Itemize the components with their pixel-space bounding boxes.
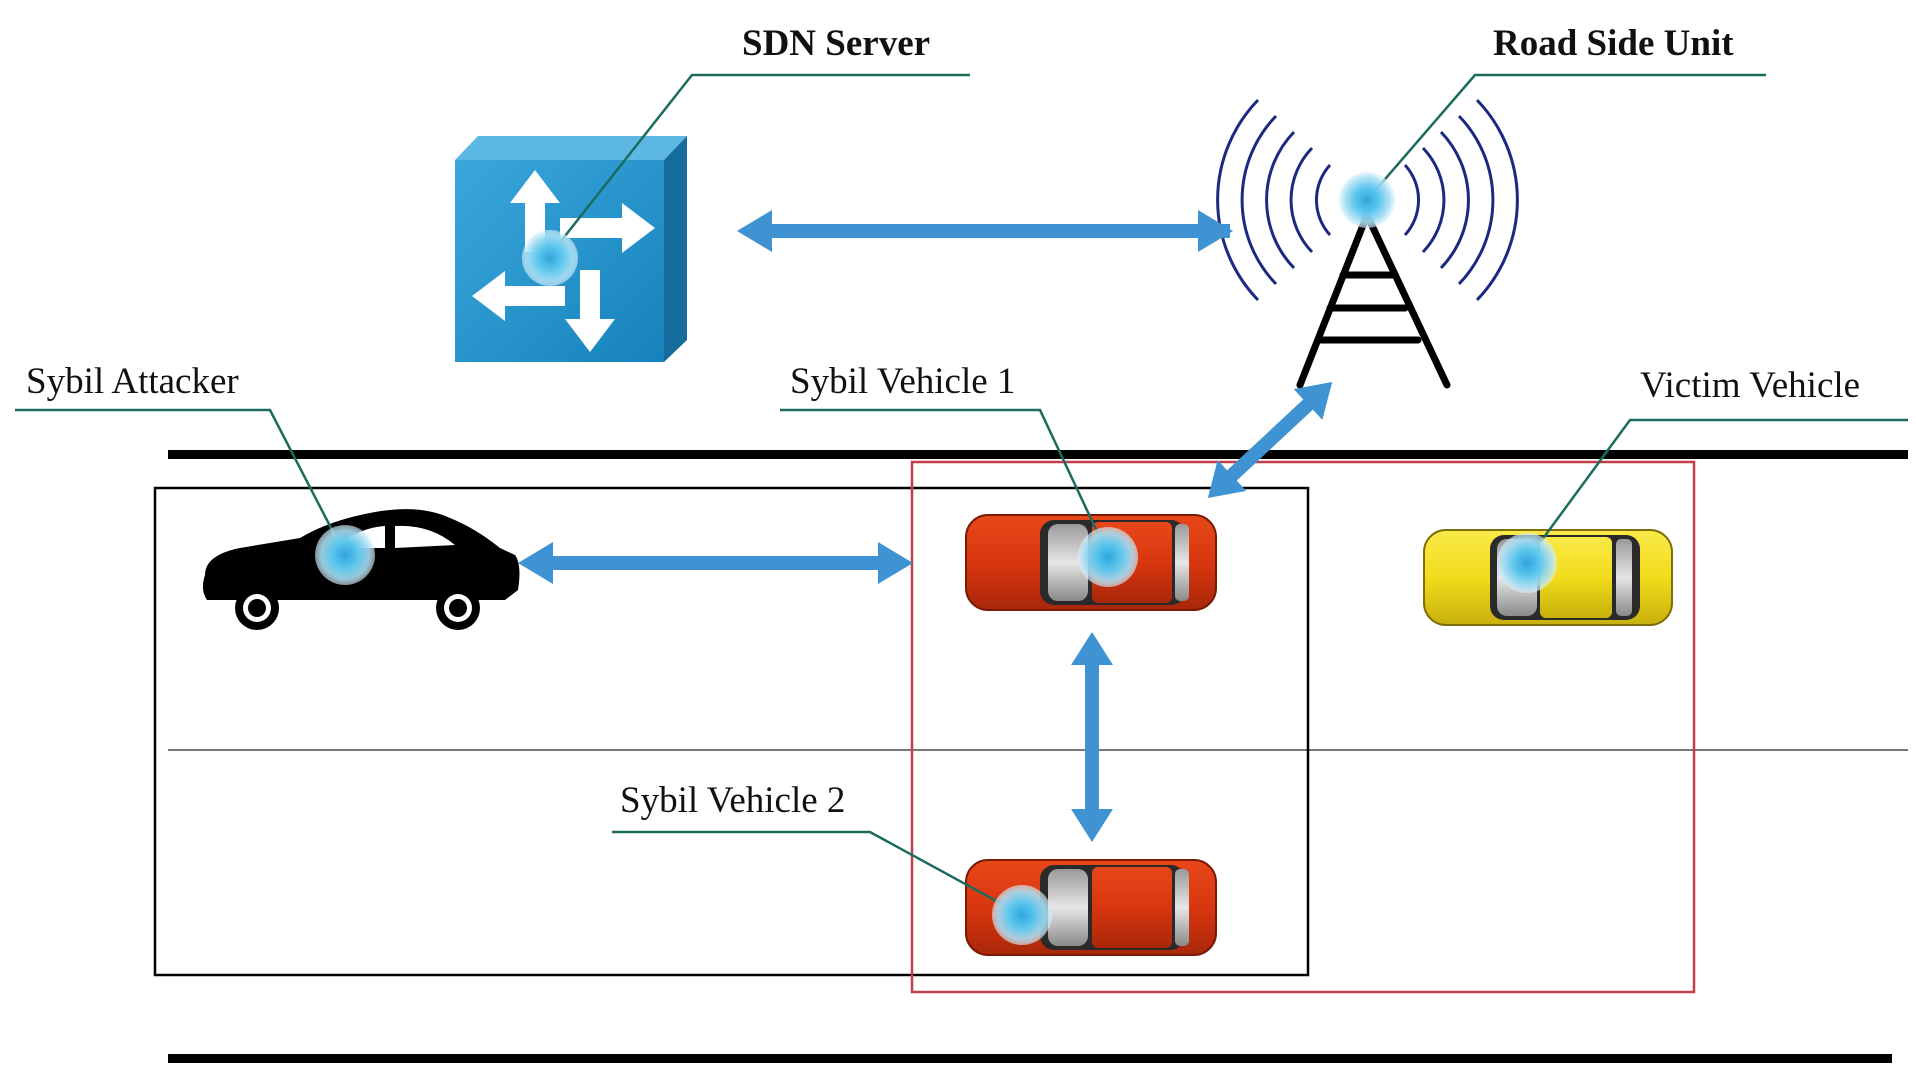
- attacker-sybil1-arrow: [518, 542, 913, 584]
- node-marker-sybil-attacker: [315, 525, 375, 585]
- node-marker-victim-vehicle: [1497, 533, 1557, 593]
- antenna-tower-icon: [1216, 98, 1519, 389]
- node-marker-sybil-vehicle-1: [1078, 527, 1138, 587]
- leader-lines: [15, 73, 1908, 917]
- leader-sdn-server: [549, 73, 970, 256]
- sybil1-rsu-arrow: [1207, 382, 1333, 498]
- label-sybil-vehicle-2: Sybil Vehicle 2: [620, 780, 845, 821]
- road: [168, 450, 1908, 1063]
- label-victim-vehicle: Victim Vehicle: [1640, 365, 1860, 406]
- attacker-region: [153, 486, 1310, 977]
- road-top-edge: [168, 450, 1908, 459]
- label-sdn-server: SDN Server: [742, 23, 930, 64]
- node-markers: [315, 172, 1557, 945]
- label-road-side-unit: Road Side Unit: [1493, 23, 1734, 64]
- road-bottom-edge: [168, 1054, 1892, 1063]
- leader-victim-vehicle: [1523, 418, 1908, 564]
- label-sybil-attacker: Sybil Attacker: [26, 361, 239, 402]
- sybil1-sybil2-arrow: [1071, 632, 1113, 842]
- sdn-rsu-arrow: [737, 210, 1233, 252]
- node-marker-road-side-unit: [1339, 172, 1395, 228]
- label-sybil-vehicle-1: Sybil Vehicle 1: [790, 361, 1015, 402]
- connection-arrows: [518, 210, 1333, 842]
- router-icon: [455, 136, 687, 362]
- node-marker-sdn-server: [522, 230, 578, 286]
- sybil-region: [910, 460, 1696, 994]
- leader-sybil-attacker: [15, 408, 347, 556]
- leader-sybil-vehicle-2: [612, 830, 1023, 917]
- leader-road-side-unit: [1366, 73, 1766, 201]
- node-marker-sybil-vehicle-2: [992, 885, 1052, 945]
- leader-sybil-vehicle-1: [780, 408, 1110, 556]
